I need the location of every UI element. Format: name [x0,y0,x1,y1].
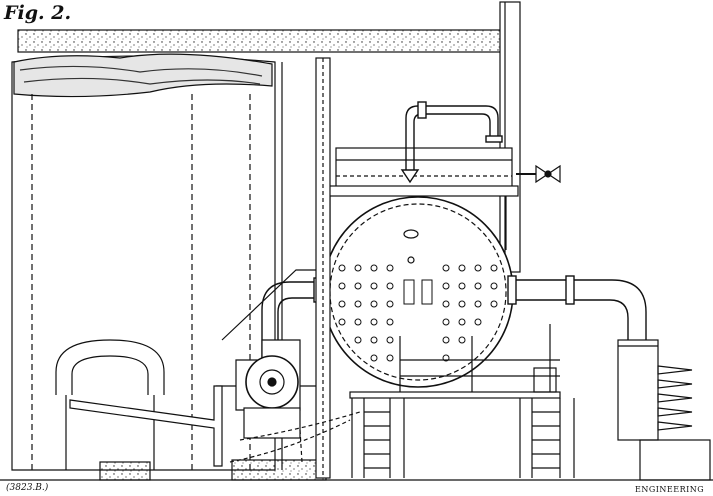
platform-railing [349,324,561,399]
furnace-arch [55,339,165,470]
foundation-blocks [0,459,713,481]
stop-valve [516,164,561,184]
ladder-left [363,398,391,478]
dashed-swing-arcs [229,411,361,463]
concrete-beam [17,29,503,53]
flue-pipe-right [507,275,647,340]
ladder-right [531,398,561,478]
boiler-shell [322,196,514,388]
support-columns [315,57,575,479]
exhaust-silencer [617,339,711,481]
figure-title: Fig. 2. [4,2,72,24]
steam-drum [317,147,519,250]
steam-pipe [400,101,503,184]
blower-fan [216,339,330,439]
air-duct [69,269,318,467]
publisher-credit: ENGINEERING [635,485,705,494]
flue-pipe [499,1,521,273]
reference-number: (3823.B.) [6,483,49,493]
boiler-tubes [338,264,498,362]
